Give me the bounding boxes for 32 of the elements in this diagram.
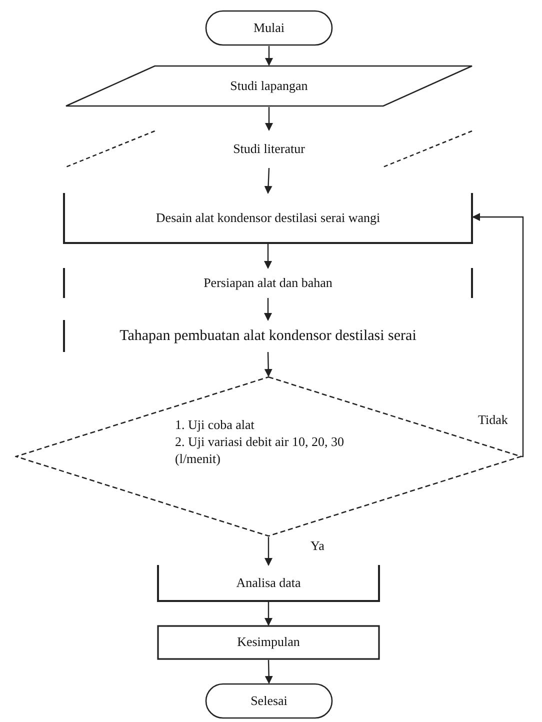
node-text: Kesimpulan <box>237 634 300 651</box>
process-box <box>63 268 473 298</box>
arrow <box>264 244 272 269</box>
edge-label: Tidak <box>476 413 510 426</box>
process-box <box>157 625 380 660</box>
node-text: 1. Uji coba alat <box>175 416 256 433</box>
process-box <box>157 565 380 602</box>
node-text: Mulai <box>253 20 285 36</box>
process-box <box>63 193 473 244</box>
node-text: Tahapan pembuatan alat kondensor destilasi serai <box>120 326 416 346</box>
arrow <box>472 213 524 458</box>
parallelogram-shape <box>65 65 473 107</box>
terminal-shape <box>205 683 333 719</box>
node-text: Persiapan alat dan bahan <box>204 274 332 292</box>
arrow <box>265 46 273 66</box>
decision-diamond <box>15 376 522 537</box>
edge-label: Ya <box>308 539 326 552</box>
node-text: Selesai <box>250 692 288 710</box>
arrow <box>264 168 272 194</box>
arrow <box>264 660 273 684</box>
arrow <box>265 107 273 131</box>
arrow <box>264 352 272 377</box>
node-text: Studi lapangan <box>230 78 308 94</box>
arrow <box>264 602 272 626</box>
node-text: Desain alat kondensor destilasi serai wangi <box>156 210 380 227</box>
node-text: 2. Uji variasi debit air 10, 20, 30 (l/menit) <box>175 433 345 467</box>
arrow <box>264 298 272 321</box>
parallelogram-shape <box>65 130 473 168</box>
node-text: Analisa data <box>236 575 301 592</box>
node-text: Studi literatur <box>233 140 305 158</box>
arrow <box>264 537 272 566</box>
terminal-shape <box>205 10 333 46</box>
